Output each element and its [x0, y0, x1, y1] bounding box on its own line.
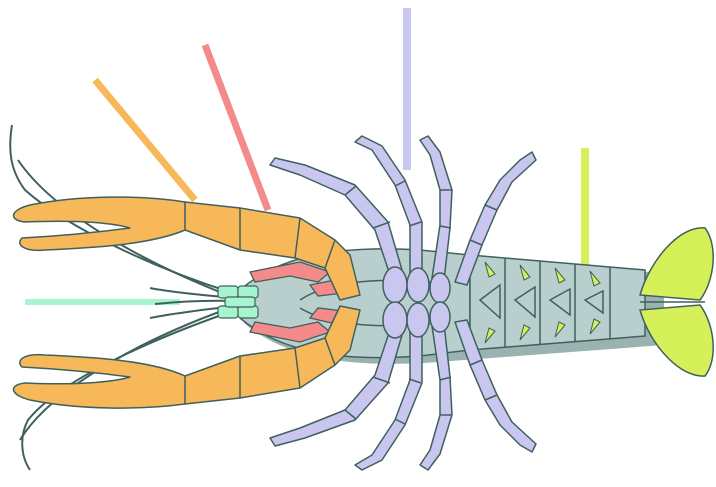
antenna-bases	[218, 286, 258, 318]
antennae	[10, 125, 235, 470]
mouthparts-indicator-line	[205, 45, 268, 210]
claw-indicator-line	[95, 80, 195, 200]
tail-upper-lobe	[640, 228, 713, 300]
lower-claw-pincer	[14, 355, 185, 408]
tail-fan	[640, 228, 713, 376]
upper-claw-pincer	[14, 197, 185, 250]
abdomen	[470, 255, 645, 350]
